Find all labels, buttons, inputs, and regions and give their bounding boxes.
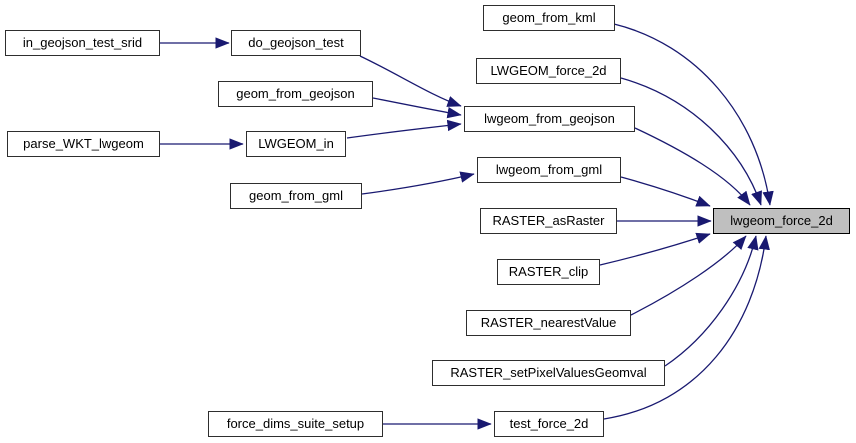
node-RASTER_nearestValue[interactable]: RASTER_nearestValue	[466, 310, 631, 336]
edge-RASTER_nearestValue-lwgeom_force_2d	[630, 235, 747, 316]
edge-RASTER_setPixelValuesGeomval-lwgeom_force_2d	[664, 235, 759, 367]
node-RASTER_clip[interactable]: RASTER_clip	[497, 259, 600, 285]
node-test_force_2d[interactable]: test_force_2d	[494, 411, 604, 437]
node-geom_from_gml[interactable]: geom_from_gml	[230, 183, 362, 209]
node-RASTER_setPixelValuesGeomval[interactable]: RASTER_setPixelValuesGeomval	[432, 360, 665, 386]
edge-geom_from_kml-lwgeom_force_2d	[613, 23, 774, 206]
edge-LWGEOM_in-lwgeom_from_geojson	[346, 119, 462, 139]
edge-RASTER_clip-lwgeom_force_2d	[599, 232, 711, 266]
edge-lwgeom_from_geojson-lwgeom_force_2d	[634, 127, 751, 206]
node-parse_WKT_lwgeom[interactable]: parse_WKT_lwgeom	[7, 131, 160, 157]
edge-lwgeom_from_gml-lwgeom_force_2d	[620, 176, 711, 207]
node-lwgeom_from_geojson[interactable]: lwgeom_from_geojson	[464, 106, 635, 132]
node-RASTER_asRaster[interactable]: RASTER_asRaster	[480, 208, 617, 234]
node-do_geojson_test[interactable]: do_geojson_test	[231, 30, 361, 56]
node-LWGEOM_in[interactable]: LWGEOM_in	[246, 131, 346, 157]
node-in_geojson_test_srid[interactable]: in_geojson_test_srid	[5, 30, 160, 56]
edge-geom_from_geojson-lwgeom_from_geojson	[372, 97, 462, 119]
node-lwgeom_force_2d-target: lwgeom_force_2d	[713, 208, 850, 234]
node-geom_from_geojson[interactable]: geom_from_geojson	[218, 81, 373, 107]
node-LWGEOM_force_2d[interactable]: LWGEOM_force_2d	[476, 58, 621, 84]
edge-LWGEOM_force_2d-lwgeom_force_2d	[620, 77, 762, 206]
edge-geom_from_gml-lwgeom_from_gml	[361, 171, 475, 195]
node-geom_from_kml[interactable]: geom_from_kml	[483, 5, 615, 31]
node-force_dims_suite_setup[interactable]: force_dims_suite_setup	[208, 411, 383, 437]
node-lwgeom_from_gml[interactable]: lwgeom_from_gml	[477, 157, 621, 183]
edge-do_geojson_test-lwgeom_from_geojson	[359, 55, 462, 107]
